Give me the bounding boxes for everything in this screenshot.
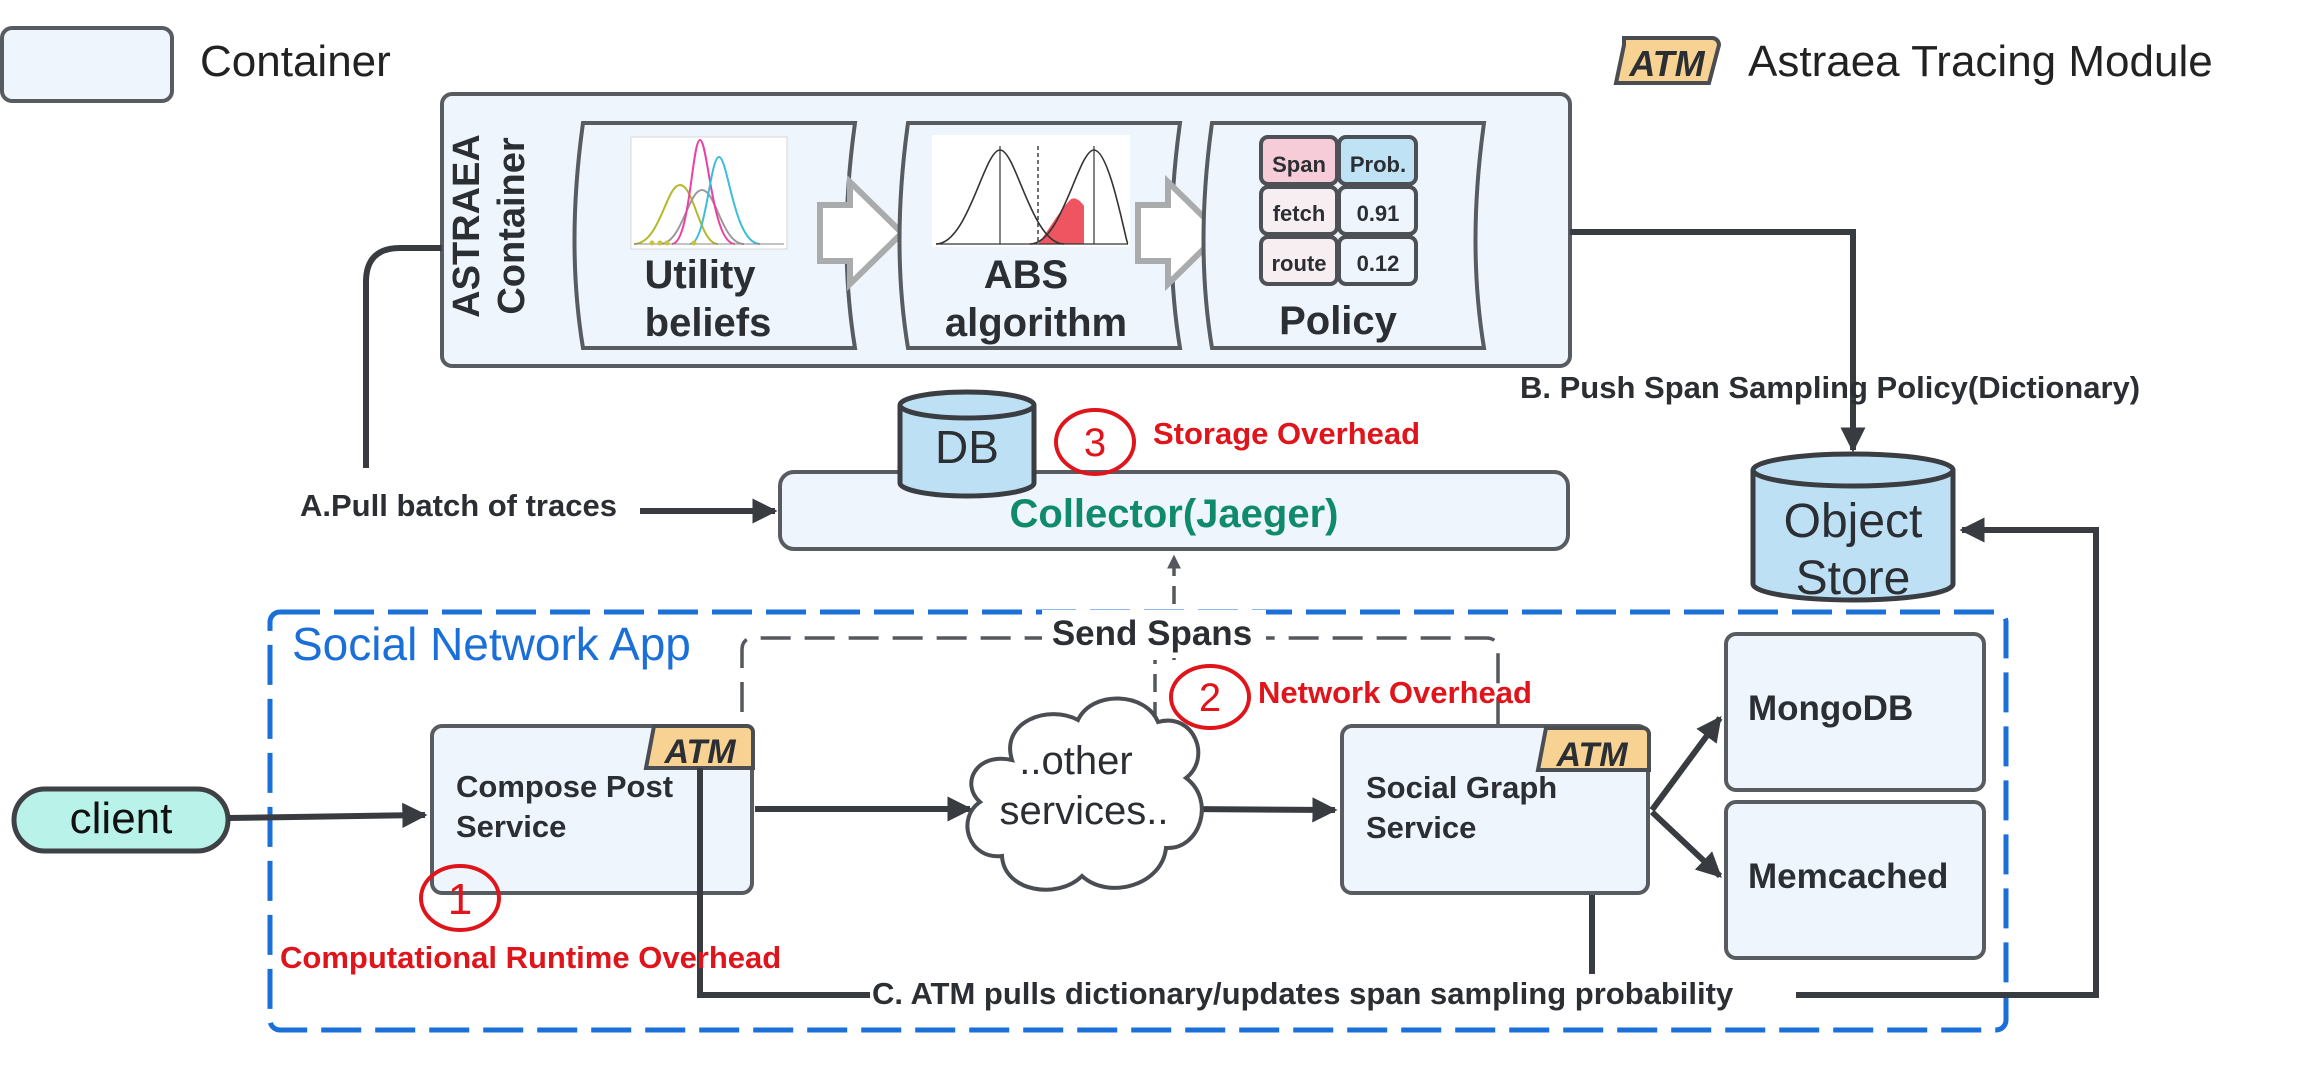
policy-cell-span-2: route [1272, 251, 1327, 276]
stage-abs-algorithm: ABS algorithm [897, 121, 1183, 350]
overhead-2-circle [1169, 664, 1251, 730]
stage-policy-label: Policy [1279, 299, 1398, 343]
collector-label: Collector(Jaeger) [1010, 492, 1339, 536]
compose-line2: Service [456, 809, 566, 844]
mongodb-label: MongoDB [1748, 689, 1913, 728]
stage-abs-line2: algorithm [945, 301, 1127, 345]
other-services-cloud: ..other services.. [965, 696, 1204, 892]
legend-atm-label: Astraea Tracing Module [1748, 37, 2213, 86]
legend: Container ATM Astraea Tracing Module [0, 26, 2213, 103]
stage-policy: Span Prob. fetch 0.91 route 0.12 Policy [1201, 121, 1487, 350]
overhead-3-label: Storage Overhead [1153, 416, 1420, 451]
other-services-line2: services.. [1000, 789, 1169, 833]
overhead-network: 2 Network Overhead [1169, 664, 1532, 730]
object-store-line1: Object [1784, 495, 1923, 548]
edge-pull-traces-line [363, 245, 442, 468]
astraea-title-line2: Container [491, 137, 533, 315]
policy-cell-prob-2: 0.12 [1357, 251, 1400, 276]
edge-atm-pull-label: C. ATM pulls dictionary/updates span sam… [872, 976, 1734, 1011]
overhead-3-num: 3 [1084, 421, 1106, 465]
overhead-storage: 3 Storage Overhead [1054, 408, 1420, 476]
overhead-2-label: Network Overhead [1258, 675, 1532, 710]
policy-header-prob-text: Prob. [1350, 152, 1406, 177]
overhead-2-num: 2 [1199, 676, 1221, 720]
memcached-label: Memcached [1748, 857, 1948, 896]
edge-social-to-memcached [1649, 809, 1723, 879]
legend-atm-badge-text: ATM [1628, 43, 1705, 84]
social-line2: Service [1366, 810, 1476, 845]
legend-container-swatch [0, 26, 174, 103]
edge-client-to-compose [227, 802, 428, 828]
mongodb-node: MongoDB [1724, 632, 1986, 792]
db-label: DB [935, 421, 999, 473]
astraea-container: ASTRAEA Container Utility beliefs [440, 92, 1572, 368]
policy-table: Span Prob. fetch 0.91 route 0.12 [1259, 135, 1418, 286]
social-atm-badge [1535, 726, 1651, 772]
social-network-app: Social Network App [267, 609, 2009, 1033]
edge-push-policy-arrow [1570, 229, 1866, 453]
legend-container-label: Container [200, 37, 391, 86]
social-atm-text: ATM [1555, 736, 1628, 774]
overhead-runtime: 1 Computational Runtime Overhead [280, 864, 781, 975]
overhead-1-num: 1 [448, 875, 472, 924]
edge-social-to-mongodb [1649, 715, 1723, 812]
object-store-line2: Store [1796, 552, 1911, 605]
belief-distribution-plot [630, 136, 788, 250]
memcached-node: Memcached [1724, 800, 1986, 960]
legend-atm-badge [1613, 36, 1722, 85]
overhead-1-label: Computational Runtime Overhead [280, 940, 781, 975]
client-label: client [70, 794, 173, 843]
social-graph-service: Social Graph Service ATM [1340, 724, 1651, 895]
other-services-line1: ..other [1019, 739, 1132, 783]
stage-utility-beliefs: Utility beliefs [572, 121, 858, 350]
compose-post-service: Compose Post Service ATM [430, 724, 755, 895]
policy-cell-span-1: fetch [1273, 201, 1326, 226]
edge-atm-pull-line [697, 517, 2099, 998]
overhead-3-circle [1054, 408, 1136, 476]
client-node: client [11, 786, 231, 854]
astraea-title-line1: ASTRAEA [446, 134, 488, 318]
object-store: Object Store [1750, 451, 1956, 605]
flow-chevron-2 [1135, 174, 1225, 292]
policy-header-span-text: Span [1272, 152, 1326, 177]
stage-abs-line1: ABS [984, 253, 1068, 297]
stage-utility-line1: Utility [644, 253, 756, 297]
abs-distribution-plot [932, 135, 1130, 247]
send-spans-label: Send Spans [1052, 614, 1252, 653]
edge-others-to-social [1184, 797, 1338, 823]
compose-line1: Compose Post [456, 769, 673, 804]
policy-cell-prob-1: 0.91 [1357, 201, 1400, 226]
compose-atm-text: ATM [663, 733, 736, 771]
stage-utility-line2: beliefs [645, 301, 772, 345]
flow-chevron-1 [817, 174, 907, 292]
db-cylinder: DB [897, 389, 1037, 499]
compose-atm-badge [643, 724, 755, 770]
edge-push-policy-label: B. Push Span Sampling Policy(Dictionary) [1520, 370, 2140, 405]
app-title: Social Network App [292, 618, 691, 670]
policy-header-prob [1337, 135, 1418, 186]
social-line1: Social Graph [1366, 770, 1557, 805]
overhead-1-circle [419, 864, 501, 932]
edge-pull-traces-label: A.Pull batch of traces [300, 488, 617, 523]
